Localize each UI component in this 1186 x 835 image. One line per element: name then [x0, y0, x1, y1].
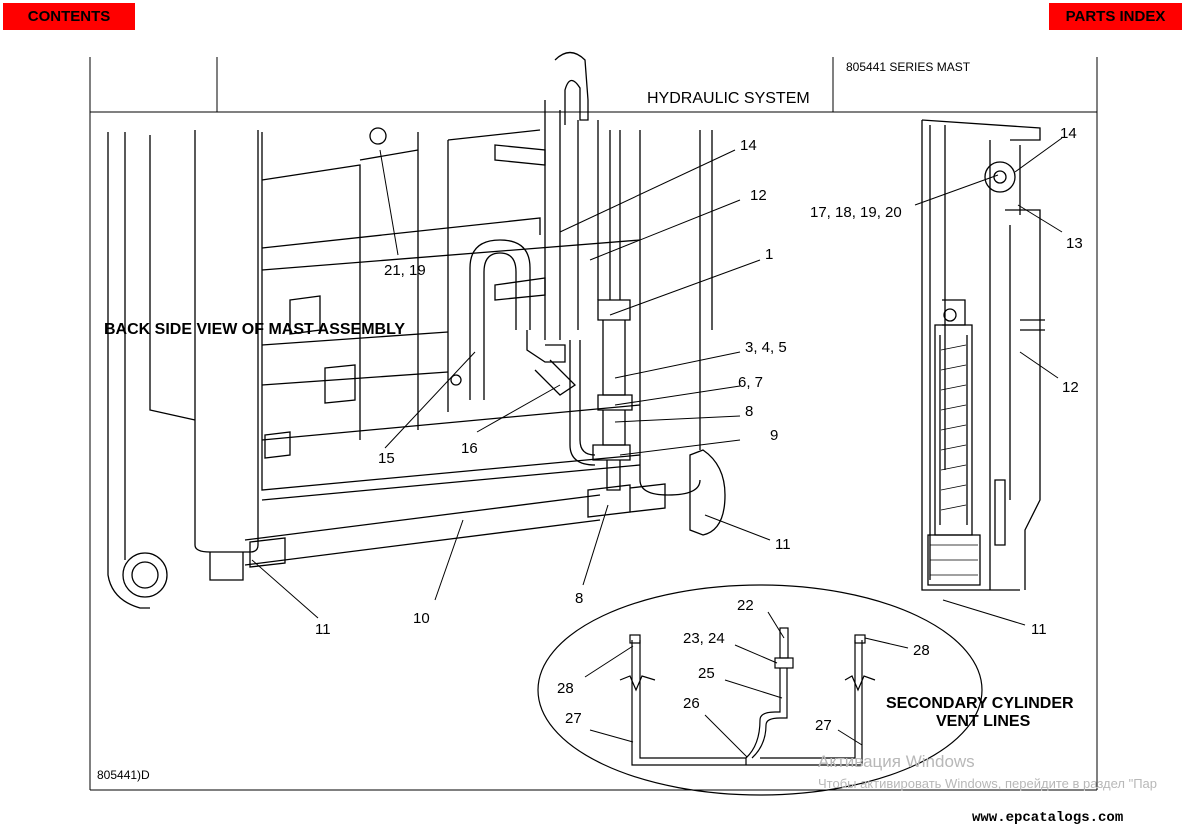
callout-13: 13: [1066, 235, 1083, 252]
callout-23-24: 23, 24: [683, 630, 725, 647]
site-url: www.epcatalogs.com: [972, 810, 1124, 826]
vent-lines-title-line1: SECONDARY CYLINDER: [886, 695, 1074, 712]
windows-activation-hint: Чтобы активировать Windows, перейдите в …: [818, 776, 1158, 791]
callout-16: 16: [461, 440, 478, 457]
mast-back-view: [107, 51, 726, 609]
callout-8: 8: [575, 590, 583, 607]
callout-26: 26: [683, 695, 700, 712]
parts-index-button[interactable]: PARTS INDEX: [1049, 3, 1182, 30]
callout-12: 12: [750, 187, 767, 204]
callout-11: 11: [315, 621, 331, 638]
callout-6-7: 6, 7: [738, 374, 763, 391]
callout-11: 11: [775, 536, 791, 553]
callout-8: 8: [745, 403, 753, 420]
series-label: 805441 SERIES MAST: [846, 60, 971, 74]
callout-11: 11: [1031, 621, 1047, 638]
callout-3-4-5: 3, 4, 5: [745, 339, 787, 356]
callout-12: 12: [1062, 379, 1079, 396]
contents-button[interactable]: CONTENTS: [3, 3, 135, 30]
callout-22: 22: [737, 597, 754, 614]
vent-lines-title-line2: VENT LINES: [936, 713, 1031, 730]
back-view-title: BACK SIDE VIEW OF MAST ASSEMBLY: [104, 321, 405, 338]
figure-number: 805441)D: [97, 768, 150, 782]
callout-27: 27: [815, 717, 832, 734]
mast-side-view: [921, 119, 1045, 591]
cylinder-hatching: [930, 344, 978, 576]
vent-lines-detail: [537, 584, 983, 796]
callout-21-19: 21, 19: [384, 262, 426, 279]
callout-17-18-19-20: 17, 18, 19, 20: [810, 204, 902, 221]
callout-28: 28: [557, 680, 574, 697]
callout-28: 28: [913, 642, 930, 659]
callout-14: 14: [740, 137, 757, 154]
callout-25: 25: [698, 665, 715, 682]
callout-14: 14: [1060, 125, 1077, 142]
callout-9: 9: [770, 427, 778, 444]
callout-15: 15: [378, 450, 395, 467]
callout-10: 10: [413, 610, 430, 627]
callout-1: 1: [765, 246, 773, 263]
callout-27: 27: [565, 710, 582, 727]
windows-activation-watermark: Активация Windows: [818, 752, 975, 771]
section-title: HYDRAULIC SYSTEM: [647, 90, 810, 107]
page-frame: [89, 57, 1098, 791]
leader-lines: [251, 137, 1063, 758]
